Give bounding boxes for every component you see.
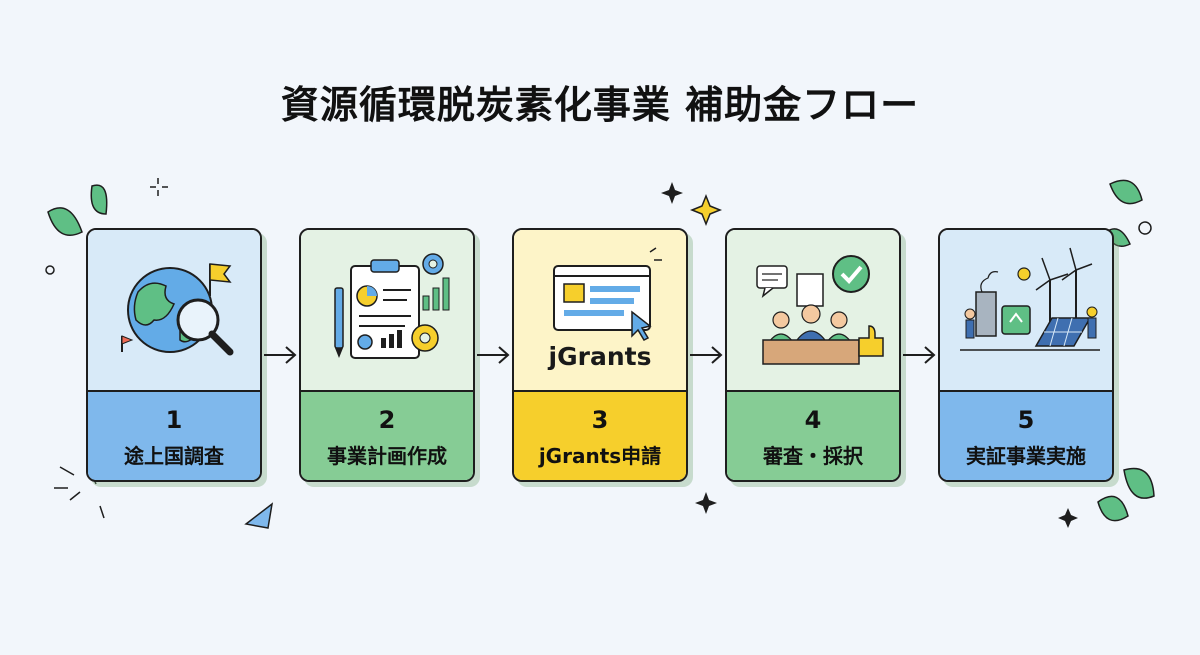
globe-magnifier-icon [121,263,234,356]
sparkle-icon [661,182,1078,528]
flow-arrow-icon [264,346,297,364]
triangle-icon [244,502,274,529]
step-card-3: jGrants 3 jGrants申請 [512,228,688,482]
jgrants-logo: jGrants [548,342,652,371]
step-name: 審査・採択 [763,444,863,468]
step-illustration-1 [88,230,260,390]
step-illustration-5 [940,230,1112,390]
step-number: 4 [804,406,822,434]
flow-arrow-icon [903,346,936,364]
step-name: 事業計画作成 [327,444,447,468]
step-label-band-2: 2 事業計画作成 [301,390,473,480]
step-card-5: 5 実証事業実施 [938,228,1114,482]
step-illustration-2 [301,230,473,390]
step-illustration-3: jGrants [514,230,686,390]
green-energy-site-icon [960,247,1100,351]
clipboard-plan-icon [334,253,450,359]
browser-application-icon [553,247,662,341]
step-name: 途上国調査 [124,444,224,468]
step-label-band-3: 3 jGrants申請 [514,390,686,480]
step-number: 1 [165,406,183,434]
page-title: 資源循環脱炭素化事業 補助金フロー [280,83,920,127]
step-name: 実証事業実施 [966,444,1086,468]
flow-arrow-icon [477,346,510,364]
review-panel-icon [756,255,884,365]
step-number: 3 [591,406,609,434]
step-card-1: 1 途上国調査 [86,228,262,482]
step-name: jGrants申請 [538,444,662,468]
step-number: 5 [1017,406,1035,434]
step-illustration-4 [727,230,899,390]
step-label-band-1: 1 途上国調査 [88,390,260,480]
step-label-band-5: 5 実証事業実施 [940,390,1112,480]
step-number: 2 [378,406,396,434]
step-card-2: 2 事業計画作成 [299,228,475,482]
step-card-4: 4 審査・採択 [725,228,901,482]
step-label-band-4: 4 審査・採択 [727,390,899,480]
flow-arrow-icon [690,346,723,364]
